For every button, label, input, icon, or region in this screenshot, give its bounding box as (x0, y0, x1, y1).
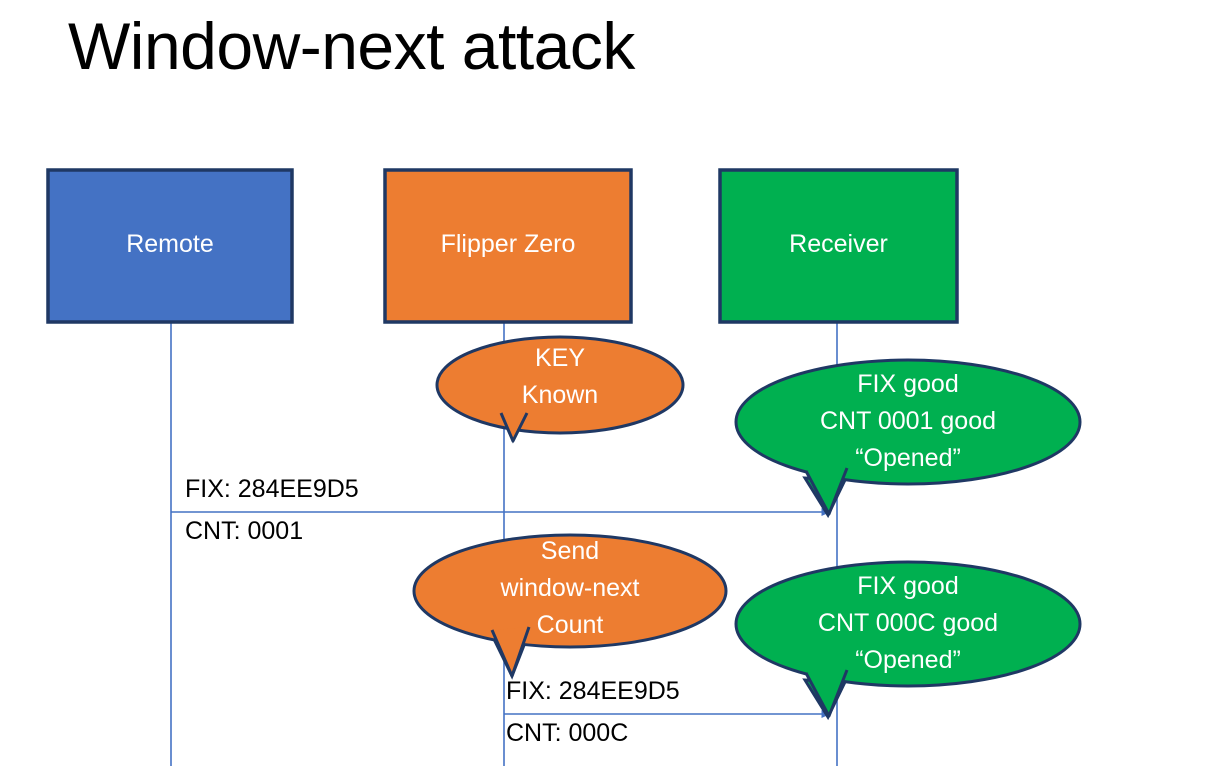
callout-text-receiver-accept-2: FIX good CNT 000C good “Opened” (736, 568, 1080, 679)
callout-text-send-window-next: Send window-next Count (414, 533, 726, 644)
callout-text-receiver-accept-1: FIX good CNT 0001 good “Opened” (736, 366, 1080, 477)
page-title: Window-next attack (68, 9, 635, 83)
actor-label-receiver: Receiver (789, 230, 888, 258)
message-1-cnt-label: CNT: 0001 (185, 517, 304, 545)
callout-receiver-accept-1[interactable] (734, 358, 1082, 519)
callout-key-known[interactable] (435, 331, 685, 444)
callout-line: “Opened” (855, 444, 961, 472)
callout-line: FIX good (857, 572, 959, 600)
actor-box-remote[interactable] (46, 168, 294, 324)
callout-receiver-accept-2[interactable] (734, 560, 1082, 721)
callout-line: CNT 000C good (817, 609, 999, 637)
callout-line: KEY (534, 344, 586, 372)
message-2-cnt-label: CNT: 000C (506, 719, 629, 747)
message-2-fix-label: FIX: 284EE9D5 (506, 677, 680, 705)
callout-line: “Opened” (855, 646, 961, 674)
callout-line: Send (540, 537, 600, 565)
callout-line: window-next (500, 574, 640, 602)
actor-box-receiver[interactable] (718, 168, 959, 324)
callout-send-window-next[interactable] (412, 533, 728, 680)
callout-line: FIX good (857, 370, 959, 398)
actor-box-flipper[interactable] (383, 168, 633, 324)
actor-label-flipper: Flipper Zero (440, 230, 576, 258)
callout-line: Known (521, 381, 599, 409)
callout-line: CNT 0001 good (819, 407, 997, 435)
actor-label-remote: Remote (126, 230, 214, 258)
message-1-fix-label: FIX: 284EE9D5 (185, 475, 359, 503)
callout-line: Count (536, 611, 604, 639)
callout-text-key-known: KEY Known (437, 340, 683, 414)
